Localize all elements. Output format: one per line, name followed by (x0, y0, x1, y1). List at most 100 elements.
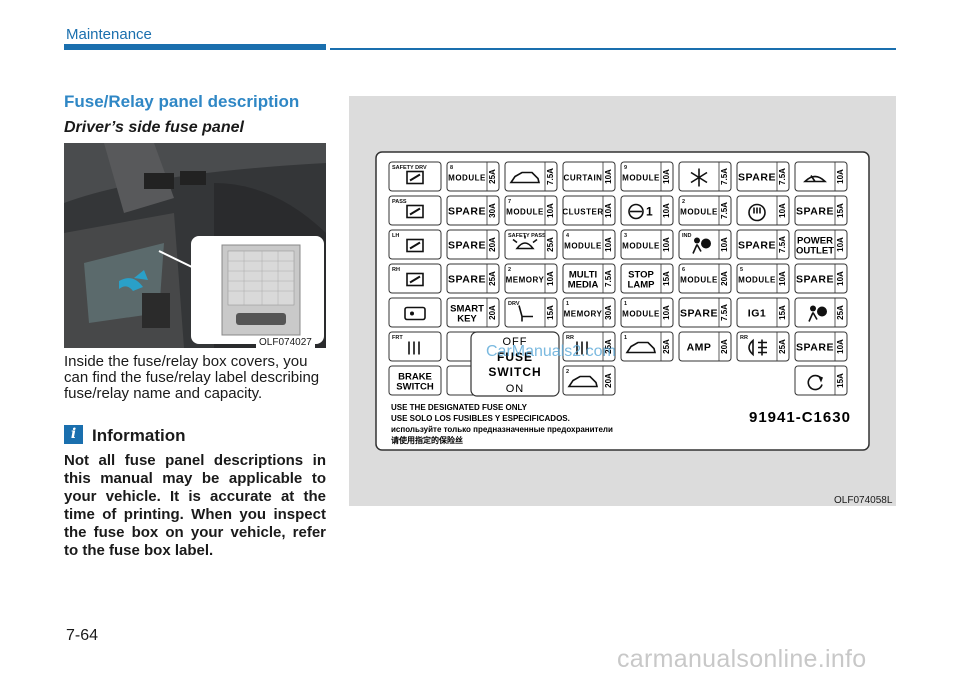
fuse-label: MODULE (564, 242, 602, 251)
fuse-label: MEDIA (568, 280, 599, 291)
footer-watermark: carmanualsonline.info (617, 645, 867, 673)
fuse-amp: 7.5A (720, 202, 729, 219)
fuse-label: SPARE (796, 342, 834, 354)
fuse-amp: 30A (488, 203, 497, 218)
info-paragraph: Not all fuse panel descriptions in this … (64, 452, 326, 559)
fuse-amp: 7.5A (778, 236, 787, 253)
heated-steering-icon (748, 203, 766, 222)
fuse-tag: FRT (392, 335, 403, 341)
refresh-icon (807, 374, 823, 391)
fuse-amp: 25A (488, 271, 497, 286)
fuse-cell: 10A (794, 161, 848, 192)
fuse-tag: SAFETY DRV (392, 165, 427, 171)
subsection-title: Driver’s side fuse panel (64, 119, 244, 136)
watermark: CarManuals2.com (486, 343, 616, 360)
fuse-tag: LH (392, 233, 399, 239)
fuse-cell: 7.5A (504, 161, 558, 192)
fuse-tag: 7 (508, 199, 511, 205)
fuse-label: MODULE (622, 310, 660, 319)
fuse-label: KEY (457, 314, 477, 325)
fuse-label: CLUSTER (562, 208, 603, 217)
fuse-label: POWER (797, 236, 833, 247)
fuse-tag: SAFETY PASS (508, 233, 546, 239)
fuse-panel-photo (64, 143, 326, 348)
fuse-tag: 1 (624, 301, 627, 307)
fuse-tag: RR (566, 335, 574, 341)
section-title: Fuse/Relay panel description (64, 92, 300, 111)
door-lock-icon (404, 306, 426, 321)
sunroof-icon (509, 171, 541, 184)
fuse-amp: 10A (604, 237, 613, 252)
switch-name: FUSE (497, 350, 533, 364)
fuse-label: SPARE (796, 206, 834, 218)
fuse-amp: 10A (662, 169, 671, 184)
fuse-label: MODULE (622, 174, 660, 183)
fuse-label: MODULE (448, 174, 486, 183)
fuse-amp: 15A (836, 373, 845, 388)
part-number: 91941-C1630 (749, 409, 851, 426)
fuse-amp: 25A (778, 339, 787, 354)
fuse-cell: SAFETY DRV (388, 161, 442, 192)
fuse-tag: 4 (566, 233, 570, 239)
fuse-label: AMP (687, 342, 712, 354)
fuse-amp: 7.5A (604, 270, 613, 287)
fuse-amp: 20A (720, 271, 729, 286)
fuse-cell: 25A (794, 297, 848, 328)
fuse-label: SPARE (738, 240, 776, 252)
fuse-label: SPARE (448, 206, 486, 218)
room-lamp-icon (515, 242, 535, 250)
fuse-amp: 10A (662, 305, 671, 320)
section-header: Maintenance (66, 26, 152, 43)
fuse-amp: 25A (662, 339, 671, 354)
fuse-label: SPARE (738, 172, 776, 184)
diagram-caption: OLF074058L (834, 495, 893, 506)
fuse-amp: 10A (778, 203, 787, 218)
airbag-icon (694, 237, 700, 244)
photo-caption: OLF074027 (256, 337, 315, 348)
fuse-cell: PASS (388, 195, 442, 226)
fuse-cell (388, 297, 442, 328)
fuse-amp: 10A (720, 237, 729, 252)
fuse-amp: 10A (836, 339, 845, 354)
fuse-label: SPARE (796, 274, 834, 286)
fuse-label: SPARE (448, 274, 486, 286)
fuse-amp: 7.5A (546, 168, 555, 185)
fuse-amp: 10A (836, 271, 845, 286)
fuse-tag: 1 (624, 335, 627, 341)
washer-icon (803, 175, 827, 183)
fuse-tag: 2 (566, 369, 569, 375)
fuse-amp: 15A (836, 203, 845, 218)
fuse-tag: 9 (624, 165, 627, 171)
fuse-amp: 7.5A (720, 304, 729, 321)
header-rule (330, 48, 896, 50)
window-switch-icon (406, 170, 424, 185)
fuse-label: SPARE (680, 308, 718, 320)
fuse-label: STOP (628, 270, 654, 281)
fuse-label: MEMORY (564, 310, 603, 319)
fuse-label: MODULE (738, 276, 776, 285)
fuse-notice: 请使用指定的保险丝 (391, 435, 463, 445)
fuse-notice: используйте только предназначенные предо… (391, 425, 613, 434)
